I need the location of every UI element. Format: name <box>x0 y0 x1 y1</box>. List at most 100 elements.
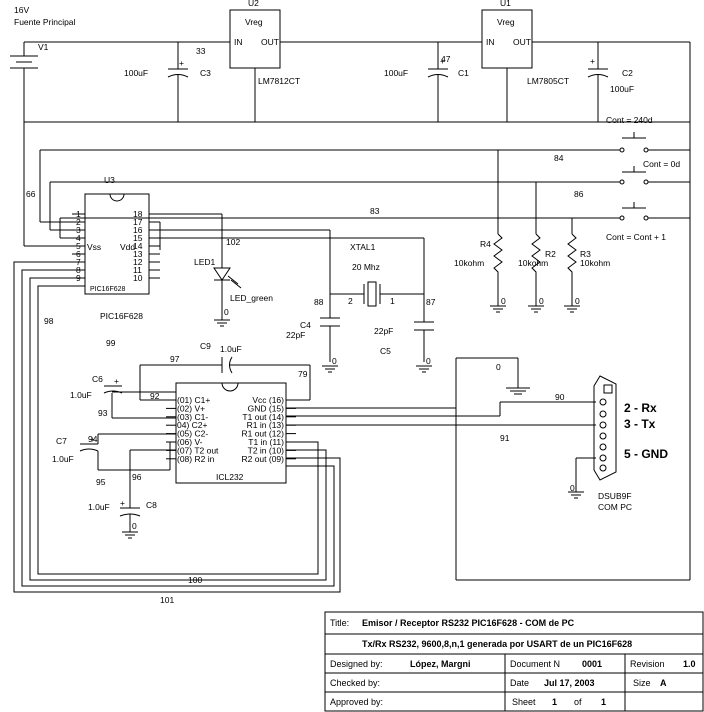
net-88: 88 <box>314 297 324 307</box>
dsub-rx: 2 - Rx <box>624 401 657 415</box>
r3-ref: R3 <box>580 249 591 259</box>
v1-ref: V1 <box>38 42 49 52</box>
capacitor-c3: + 100uF C3 <box>124 42 211 122</box>
icl232-pins: (01) C1+(02) V+(03) C1-04) C2+(05) C2-(0… <box>166 395 296 464</box>
mcu-pin-right-10: 10 <box>133 273 143 283</box>
tb-designed-label: Designed by: <box>330 659 383 669</box>
net-94: 94 <box>88 434 98 444</box>
icl-pin-left-1: (01) C1+ <box>177 395 210 405</box>
xtal-ref: XTAL1 <box>350 242 376 252</box>
c7-value: 1.0uF <box>52 454 74 464</box>
tb-sheet-label: Sheet <box>512 697 536 707</box>
supply-name-label: Fuente Principal <box>14 17 76 27</box>
icl-pin-left-7: (07) T2 out <box>177 445 219 455</box>
tb-sheet: 1 <box>552 697 557 707</box>
u2-out: OUT <box>261 37 279 47</box>
net-102: 102 <box>226 237 240 247</box>
c5-ref: C5 <box>380 346 391 356</box>
icl-pin-right-9: R2 out (09) <box>241 454 284 464</box>
resistor-zigzag <box>567 233 577 306</box>
c6-ref: C6 <box>92 374 103 384</box>
icl232: (01) C1+(02) V+(03) C1-04) C2+(05) C2-(0… <box>166 382 296 484</box>
c9-value: 1.0uF <box>220 344 242 354</box>
c1-value: 100uF <box>384 68 408 78</box>
u1-ref: U1 <box>500 0 511 8</box>
gnd-0-ref: 0 <box>496 362 501 372</box>
tb-approved-label: Approved by: <box>330 697 383 707</box>
icl-pin-left-2: (02) V+ <box>177 403 205 413</box>
r4-value: 10kohm <box>454 258 484 268</box>
net-47: 47 <box>441 54 451 64</box>
mcu-pin-right-18: 18 <box>133 209 143 219</box>
icl-pin-left-4: 04) C2+ <box>177 420 208 430</box>
icl-pin-right-16: Vcc (16) <box>252 395 284 405</box>
c8-value: 1.0uF <box>88 502 110 512</box>
tb-date-label: Date <box>510 678 529 688</box>
tb-title-label: Title: <box>330 618 349 628</box>
tb-title: Emisor / Receptor RS232 PIC16F628 - COM … <box>362 618 575 628</box>
r3-value: 10kohm <box>580 258 610 268</box>
dsub9-connector: 0 2 - Rx 3 - Tx 5 - GND DSUB9F COM PC <box>568 375 668 512</box>
tb-revision-label: Revision <box>630 659 665 669</box>
icl-pin-left-6: (06) V- <box>177 437 203 447</box>
u2-in: IN <box>234 37 243 47</box>
c4-value: 22pF <box>286 330 305 340</box>
dsub-label: COM PC <box>598 502 632 512</box>
icl-pin-right-11: T1 in (11) <box>248 437 284 447</box>
mcu-vss: Vss <box>87 242 101 252</box>
mcu-pin-right-12: 12 <box>133 257 143 267</box>
mcu-pin-right-16: 16 <box>133 225 143 235</box>
led-ref: LED1 <box>194 257 216 267</box>
capacitor-c5: 22pF C5 0 <box>374 321 434 373</box>
c7-ref: C7 <box>56 436 67 446</box>
r2-ref: R2 <box>545 249 556 259</box>
svg-text:+: + <box>114 376 119 386</box>
mcu-pin-right-14: 14 <box>133 241 143 251</box>
switch-2-label: Cont = 0d <box>643 159 680 169</box>
capacitor-c8: + C8 1.0uF 96 0 <box>88 449 176 539</box>
mcu-ref: U3 <box>104 175 115 185</box>
icl-pin-left-8: (08) R2 in <box>177 454 215 464</box>
tb-size: A <box>660 678 667 688</box>
led1: LED1 LED_green 0 <box>194 257 273 327</box>
uart-wiring: 98 99 100 101 <box>13 261 341 605</box>
mcu-pin-right-17: 17 <box>133 217 143 227</box>
mcu-pin-left-1: 1 <box>76 209 81 219</box>
u2-ref: U2 <box>248 0 259 8</box>
svg-text:+: + <box>440 56 445 66</box>
mcu-body-label: PIC16F628 <box>90 286 126 293</box>
resistor-gnd-label: 0 <box>575 296 580 306</box>
icl-pin-left-3: (03) C1- <box>177 412 208 422</box>
c2-ref: C2 <box>622 68 633 78</box>
mcu-u3: U3 Vss Vdd PIC16F628 PIC16F628 123456789… <box>26 175 160 321</box>
crystal-xtal1: XTAL1 20 Mhz 2 1 88 87 <box>314 242 436 307</box>
net-79: 79 <box>298 369 308 379</box>
tb-subtitle: Tx/Rx RS232, 9600,8,n,1 generada por USA… <box>362 639 632 649</box>
supply-voltage-label: 16V <box>14 5 29 15</box>
dsub-gnd: 5 - GND <box>624 447 668 461</box>
net-84: 84 <box>554 153 564 163</box>
mcu-pin-left-6: 6 <box>76 249 81 259</box>
svg-text:+: + <box>590 56 595 66</box>
tb-revision: 1.0 <box>683 659 696 669</box>
u1-in: IN <box>486 37 495 47</box>
net-96: 96 <box>132 472 142 482</box>
svg-text:+: + <box>90 434 95 444</box>
mcu-pin-right-11: 11 <box>133 265 142 275</box>
mcu-pin-right-15: 15 <box>133 233 143 243</box>
c4-ref: C4 <box>300 320 311 330</box>
u1-label: Vreg <box>497 17 515 27</box>
svg-text:0: 0 <box>132 521 137 531</box>
mcu-pin-right-13: 13 <box>133 249 143 259</box>
dsub-part: DSUB9F <box>598 491 632 501</box>
svg-text:+: + <box>179 58 184 68</box>
power-section: 16V Fuente Principal V1 U2 Vreg IN OUT L… <box>10 0 691 580</box>
net-99: 99 <box>106 338 116 348</box>
net-101: 101 <box>160 595 174 605</box>
net-91: 91 <box>500 433 510 443</box>
resistor-gnd-label: 0 <box>501 296 506 306</box>
u1-part: LM7805CT <box>527 76 569 86</box>
net-98: 98 <box>44 316 54 326</box>
